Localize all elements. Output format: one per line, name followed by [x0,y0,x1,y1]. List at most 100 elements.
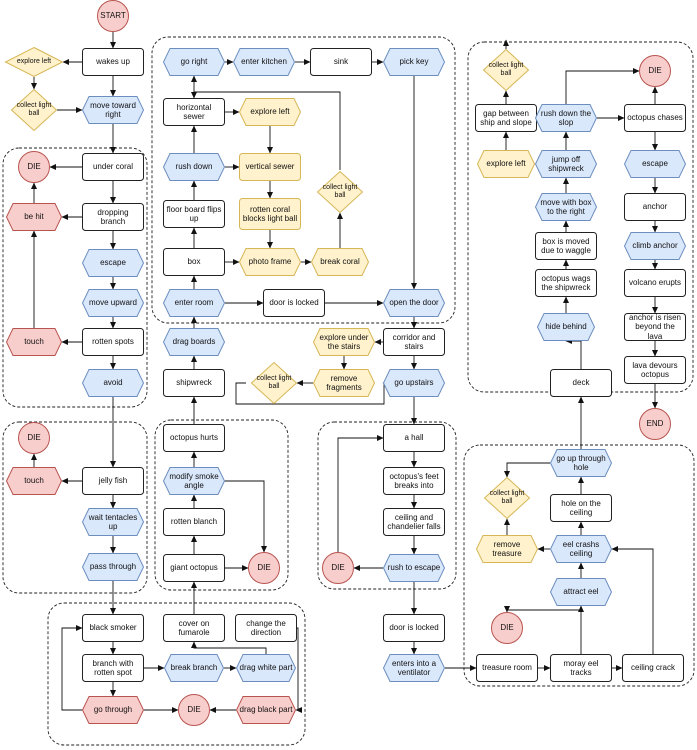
branch-rotten-label: branch with rotten spot [92,658,134,677]
die-2-label: DIE [27,433,41,443]
collect-ball-5-label: collect light ball [488,61,524,77]
deck-label: deck [572,378,590,388]
connector-arrow [337,435,384,552]
deck-node: deck [550,369,612,397]
die-1-label: DIE [27,162,41,172]
shipwreck-label: shipwreck [176,378,212,388]
die-1-node: DIE [18,151,50,183]
drag-black-node: drag black part [235,696,297,724]
eel-crashes-node: eel crashs ceiling [549,535,613,563]
gap-ship-node: gap between ship and slope [475,104,537,132]
jump-off-label: jump off shipwreck [548,154,584,173]
collect-ball-5-node: collect light ball [482,48,530,92]
volcano-node: volcano erupts [624,269,686,297]
connector-arrow [191,641,267,654]
die-7-label: DIE [648,66,662,76]
die-5-node: DIE [322,552,354,584]
drag-boards-node: drag boards [162,328,226,356]
octopus-feet-label: octopus's feet breaks into [389,471,439,490]
be-hit-node: be hit [5,203,63,231]
enter-kitchen-node: enter kitchen [232,48,296,76]
photo-frame-node: photo frame [238,248,302,276]
enter-room-label: enter room [174,298,214,308]
die-6-label: DIE [500,623,514,633]
change-direction-label: change the direction [246,618,286,637]
connector-arrow [295,627,302,713]
move-with-box-node: move with box to the right [534,193,598,221]
break-coral-label: break coral [320,257,360,267]
rotten-spots-label: rotten spots [92,337,134,347]
move-upward-node: move upward [81,289,145,317]
black-smoker-label: black smoker [89,623,137,633]
attract-eel-label: attract eel [563,587,599,597]
die-6-node: DIE [491,612,523,644]
volcano-label: volcano erupts [628,278,682,288]
vertical-sewer-node: vertical sewer [239,153,301,181]
a-hall-label: a hall [404,433,424,443]
remove-fragments-node: remove fragments [312,369,376,397]
escape-2-node: escape [623,150,687,178]
remove-treasure-node: remove treasure [475,535,539,563]
drag-boards-label: drag boards [172,337,216,347]
rotten-blanch-label: rotten blanch [170,517,218,527]
modify-smoke-label: modify smoke angle [169,471,219,490]
move-upward-label: move upward [88,298,138,308]
break-branch-label: break branch [170,663,218,673]
anchor-node: anchor [624,193,686,221]
dropping-branch-label: dropping branch [97,207,129,226]
hole-ceiling-label: hole on the ceiling [561,498,601,517]
scene-group-2 [2,421,148,594]
avoid-label: avoid [103,378,123,388]
hole-ceiling-node: hole on the ceiling [550,494,612,522]
sink-node: sink [310,48,372,76]
scene-group-3 [151,36,456,324]
explore-stairs-node: explore under the stairs [312,328,376,356]
move-with-box-label: move with box to the right [540,197,592,216]
pass-through-node: pass through [81,553,145,581]
touch-2-label: touch [24,476,44,486]
gap-ship-label: gap between ship and slope [480,108,532,127]
die-7-node: DIE [639,55,671,87]
open-door-node: open the door [382,289,446,317]
die-3-node: DIE [178,694,210,726]
vertical-sewer-label: vertical sewer [245,162,295,172]
scene-group-1 [2,147,148,408]
octopus-feet-node: octopus's feet breaks into [383,467,445,495]
octopus-chases-node: octopus chases [624,104,686,132]
ceiling-crack-node: ceiling crack [622,654,684,682]
octopus-wags-label: octopus wags the shipwreck [541,273,591,292]
die-3-label: DIE [187,705,201,715]
horizontal-sewer-node: horizontal sewer [163,98,225,126]
lava-devours-node: lava devours octopus [624,356,686,384]
touch-1-label: touch [24,337,44,347]
wait-tentacles-label: wait tentacles up [88,512,138,531]
end-label: END [646,419,664,429]
escape-1-node: escape [81,249,145,277]
explore-left-1-label: explore left [16,57,52,65]
collect-ball-4-label: collect light ball [489,489,525,505]
drag-white-label: drag white part [239,663,293,673]
wakes-up-label: wakes up [96,57,130,67]
connector-arrow [223,480,267,553]
treasure-room-label: treasure room [482,663,532,673]
anchor-label: anchor [642,202,668,212]
black-smoker-node: black smoker [82,614,144,642]
cover-fumarole-node: cover on fumarole [163,614,225,642]
ceiling-falls-label: ceiling and chandelier falls [387,512,441,531]
ventilator-label: enters into a ventilator [391,658,437,677]
under-coral-node: under coral [82,153,144,181]
cover-fumarole-label: cover on fumarole [178,618,210,637]
start-label: START [100,11,126,21]
rush-slope-label: rush down the slop [540,108,592,127]
photo-frame-label: photo frame [248,257,292,267]
connector-arrow [565,68,640,104]
dropping-branch-node: dropping branch [82,203,144,231]
jump-off-node: jump off shipwreck [534,150,598,178]
hide-behind-node: hide behind [536,313,596,341]
scene-group-7 [463,444,695,687]
rotten-coral-node: rotten coral blocks light ball [239,198,301,230]
die-4-label: DIE [257,563,271,573]
connector-arrow [565,338,582,369]
open-door-label: open the door [389,298,439,308]
rush-escape-node: rush to escape [382,554,446,582]
